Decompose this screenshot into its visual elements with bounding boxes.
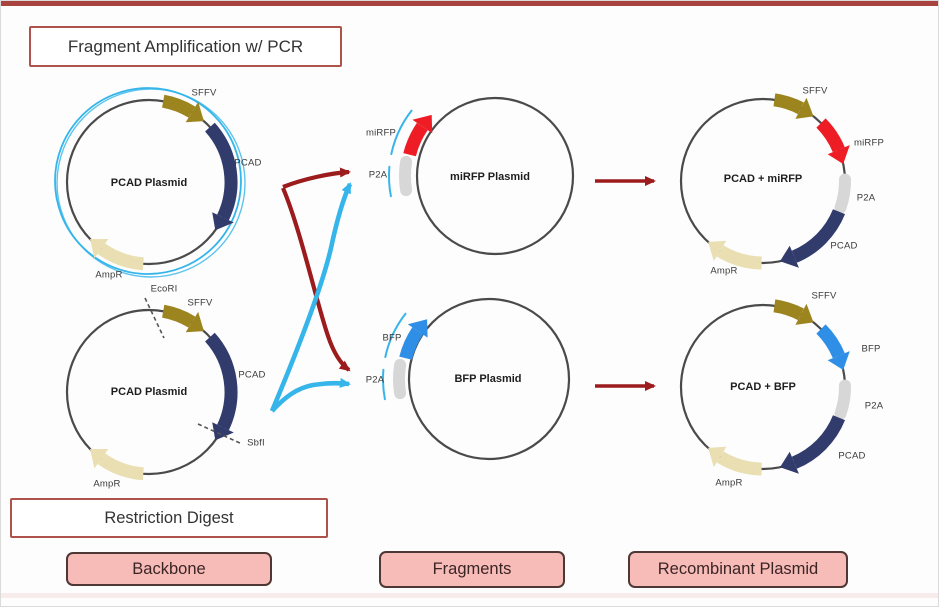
recomb-bfp-sffv-arrow-head [795, 303, 814, 325]
mirfp-p2a-label: P2A [368, 169, 388, 181]
mirfp-paren-upper [390, 109, 413, 155]
recomb-mirfp-ampr-arrow-head [708, 240, 727, 262]
bottom-strip [1, 593, 938, 598]
pcad-bottom-sffv-arrow [161, 304, 196, 328]
mirfp-plasmid-name: miRFP Plasmid [450, 171, 530, 183]
pcad-bottom-ecori-label: EcoRI [150, 283, 178, 295]
pcad-bottom-sffv-arrow-head [185, 311, 204, 333]
pcr-halo-circle [54, 87, 242, 275]
pcad-top-name: PCAD Plasmid [110, 177, 188, 189]
pcad-top-ampr-label: AmpR [95, 269, 123, 281]
digest-flow-arrow-to-bfp [270, 377, 351, 413]
recomb-bfp-ampr-label: AmpR [715, 477, 743, 489]
pcad-top-sffv-arrow [161, 94, 196, 118]
pcr-flow-arrow-to-mirfp [282, 167, 351, 189]
recomb-mirfp-pcad-arrow [791, 209, 846, 263]
bfp-p2a-block [392, 358, 407, 400]
recomb-mirfp-mirfp-arrow [816, 118, 845, 153]
bfp-gene-arrow-head [407, 319, 428, 338]
recomb-mirfp-p2a-label: P2A [856, 192, 876, 204]
pcad-bottom-ampr-label: AmpR [93, 478, 121, 490]
recomb-bfp-bfp-arrow-head [827, 351, 850, 370]
pcr-halo-circle-2 [56, 88, 246, 278]
pcad-top-pcad-label: PCAD [234, 157, 262, 169]
recomb-bfp-bfp-label: BFP [861, 343, 881, 355]
backbone-label: Backbone [132, 559, 206, 578]
recomb-mirfp-sffv-arrow [773, 93, 804, 115]
pcad-top-ampr-arrow [97, 243, 145, 271]
recomb-bfp-p2a-block [834, 379, 851, 420]
sbfi-cut-site [197, 423, 243, 445]
pcr-step-label: Fragment Amplification w/ PCR [67, 36, 304, 56]
pcad-bottom-name: PCAD Plasmid [110, 386, 188, 398]
recombinant-plasmid-pill: Recombinant Plasmid [628, 551, 848, 588]
mirfp-p2a-block [398, 155, 413, 197]
recomb-mirfp-ampr-label: AmpR [710, 265, 738, 277]
recomb-mirfp-pcad-arrow-head [780, 245, 799, 268]
ecori-cut-site [144, 297, 165, 339]
recomb-bfp-sffv-arrow [773, 299, 804, 321]
pcad-top-pcad-arrow-head [212, 212, 234, 231]
mirfp-gene-arrow-head [412, 114, 433, 134]
pcad-bottom-pcad-arrow-head [212, 422, 234, 441]
recomb-mirfp-p2a-block [834, 173, 851, 214]
recomb-bfp-bfp-arrow [816, 324, 845, 359]
restriction-digest-box: Restriction Digest [10, 498, 328, 538]
recomb-mirfp-ampr-arrow [716, 245, 762, 270]
pcad-bottom-sffv-label: SFFV [187, 297, 213, 309]
pcad-top-pcad-arrow [204, 122, 238, 221]
bfp-paren-lower [382, 368, 386, 401]
mirfp-fragment-label: miRFP [365, 127, 397, 139]
recomb-mirfp-mirfp-label: miRFP [853, 137, 885, 149]
pcad-bottom-ampr-arrow [97, 453, 145, 481]
pcad-bottom-pcad-arrow [204, 332, 238, 431]
recomb-bfp-pcad-label: PCAD [838, 450, 866, 462]
mirfp-circle [415, 96, 575, 256]
restriction-digest-label: Restriction Digest [104, 508, 234, 527]
recomb-mirfp-mirfp-arrow-head [827, 145, 850, 164]
fragments-pill: Fragments [379, 551, 565, 588]
recomb-mirfp-name: PCAD + miRFP [723, 173, 803, 185]
top-accent-bar [1, 1, 938, 6]
recomb-mirfp-pcad-label: PCAD [830, 240, 858, 252]
fragments-label: Fragments [432, 560, 512, 578]
recomb-bfp-p2a-label: P2A [864, 400, 884, 412]
recombinant-plasmid-label: Recombinant Plasmid [657, 560, 819, 578]
pcad-bottom-sbfi-label: SbfI [247, 437, 265, 449]
recomb-mirfp-sffv-arrow-head [795, 97, 814, 119]
recomb-bfp-pcad-arrow [791, 415, 846, 469]
recomb-mirfp-sffv-label: SFFV [802, 85, 828, 97]
recomb-bfp-ampr-arrow [716, 451, 762, 476]
pcr-step-box: Fragment Amplification w/ PCR [29, 26, 342, 67]
pcad-bottom-pcad-label: PCAD [238, 369, 266, 381]
digest-flow-arrow-to-mirfp [269, 182, 353, 412]
bfp-paren-upper [384, 312, 407, 358]
pcad-top-sffv-label: SFFV [191, 87, 217, 99]
recomb-bfp-name: PCAD + BFP [730, 381, 796, 393]
bfp-circle [407, 297, 571, 461]
bfp-p2a-label: P2A [365, 374, 385, 386]
pcad-bottom-ampr-arrow-head [90, 449, 109, 469]
recomb-bfp-ampr-arrow-head [708, 446, 727, 468]
bfp-plasmid-name: BFP Plasmid [454, 373, 522, 385]
backbone-pill: Backbone [66, 552, 272, 586]
recomb-bfp-sffv-label: SFFV [811, 290, 837, 302]
mirfp-gene-arrow [403, 122, 428, 157]
pcad-top-sffv-arrow-head [185, 101, 204, 123]
pcad-top-ampr-arrow-head [90, 239, 109, 259]
mirfp-paren-lower [388, 165, 392, 198]
bfp-gene-arrow [399, 327, 424, 361]
bfp-fragment-label: BFP [382, 332, 402, 344]
pcr-flow-arrow-to-bfp [281, 187, 351, 372]
recomb-bfp-pcad-arrow-head [780, 451, 799, 474]
